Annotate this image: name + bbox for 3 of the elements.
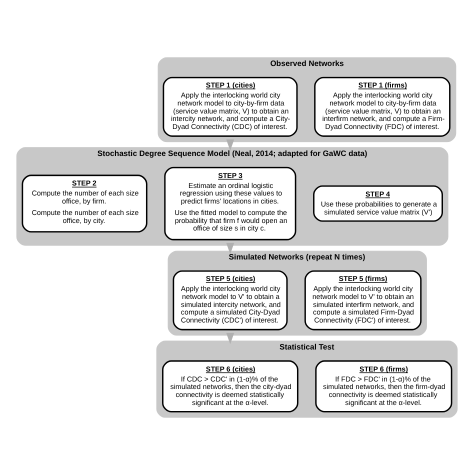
arrow xyxy=(226,242,234,254)
arrow xyxy=(226,332,234,344)
arrow xyxy=(226,138,234,150)
